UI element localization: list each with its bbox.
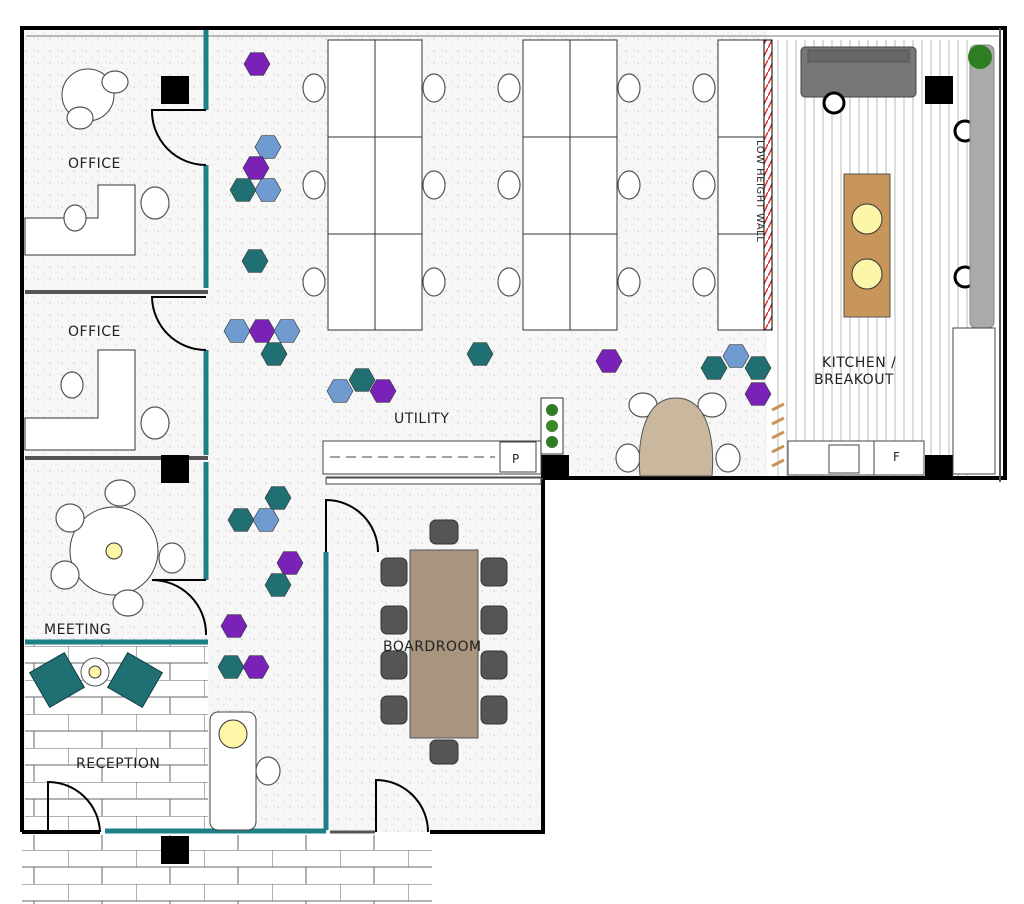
boardroom-furniture xyxy=(380,519,508,765)
chair xyxy=(692,73,716,103)
hex-tile xyxy=(273,319,301,343)
doors xyxy=(47,109,429,833)
chair xyxy=(429,739,459,765)
room-label-meeting: MEETING xyxy=(44,622,111,638)
office-1-furniture xyxy=(24,68,170,256)
meeting-furniture xyxy=(50,479,186,617)
kitchen-furniture xyxy=(787,44,996,476)
interior-walls xyxy=(25,30,543,834)
hex-tile xyxy=(242,655,270,679)
hex-tile xyxy=(264,573,292,597)
chair xyxy=(497,170,521,200)
hex-tile xyxy=(326,379,354,403)
room-label-office-1: OFFICE xyxy=(68,156,121,172)
chair xyxy=(380,605,408,635)
chair xyxy=(429,519,459,545)
chair xyxy=(617,267,641,297)
hex-tile xyxy=(744,356,772,380)
hex-tile xyxy=(220,614,248,638)
hex-tile xyxy=(254,178,282,202)
carpet-hex-tiles xyxy=(217,52,772,679)
chair xyxy=(692,170,716,200)
hex-tile xyxy=(252,508,280,532)
chair xyxy=(497,267,521,297)
utility-bench xyxy=(322,397,564,485)
exterior-wall xyxy=(20,26,1007,834)
reception-furniture xyxy=(28,651,281,831)
chair xyxy=(380,650,408,680)
chair xyxy=(480,695,508,725)
hex-tile xyxy=(466,342,494,366)
chair xyxy=(422,267,446,297)
printer-label: P xyxy=(512,452,520,466)
hex-tile xyxy=(260,342,288,366)
hex-tile xyxy=(744,382,772,406)
chair xyxy=(302,267,326,297)
hex-tile xyxy=(229,178,257,202)
hex-tile xyxy=(243,52,271,76)
hex-tile xyxy=(722,344,750,368)
hex-tile xyxy=(595,349,623,373)
room-label-kitchen: KITCHEN / xyxy=(822,355,896,371)
room-label-breakout: BREAKOUT xyxy=(814,372,894,388)
hex-tile xyxy=(248,319,276,343)
chair xyxy=(302,73,326,103)
chair xyxy=(480,557,508,587)
entry-paving xyxy=(22,835,432,904)
chair xyxy=(480,650,508,680)
chair xyxy=(497,73,521,103)
chair xyxy=(302,170,326,200)
room-label-office-2: OFFICE xyxy=(68,324,121,340)
chair xyxy=(422,170,446,200)
hex-tile xyxy=(227,508,255,532)
chair xyxy=(617,170,641,200)
hex-tile xyxy=(241,249,269,273)
chair xyxy=(692,267,716,297)
chair xyxy=(380,557,408,587)
hex-tile xyxy=(700,356,728,380)
hex-tile xyxy=(348,368,376,392)
low-height-wall-label: LOW HEIGHT WALL xyxy=(754,140,765,242)
hex-tile xyxy=(223,319,251,343)
stair-timber-slats xyxy=(771,402,785,468)
chair xyxy=(380,695,408,725)
chair xyxy=(617,73,641,103)
hex-tile xyxy=(369,379,397,403)
room-label-reception: RECEPTION xyxy=(76,756,160,772)
breakout-table xyxy=(615,392,741,477)
hex-tile xyxy=(276,551,304,575)
office-2-furniture xyxy=(24,349,170,451)
hex-tile xyxy=(254,135,282,159)
fridge-label: F xyxy=(893,450,900,464)
workstations xyxy=(327,39,767,331)
hex-tile xyxy=(264,486,292,510)
room-label-utility: UTILITY xyxy=(394,411,449,427)
room-label-boardroom: BOARDROOM xyxy=(383,639,482,655)
chair xyxy=(480,605,508,635)
low-height-wall xyxy=(763,39,773,331)
chair xyxy=(422,73,446,103)
workstation-chairs xyxy=(302,73,716,297)
hex-tile xyxy=(217,655,245,679)
